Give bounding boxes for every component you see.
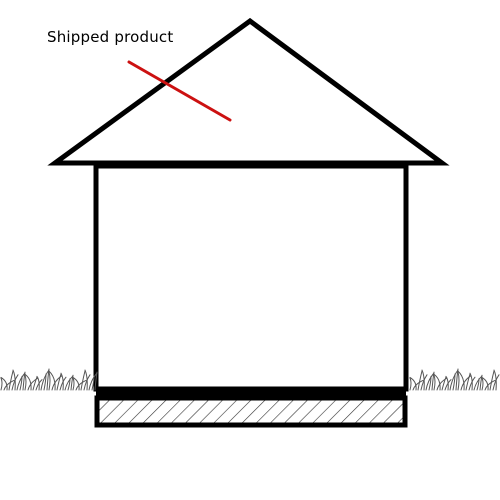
grass-blade: [433, 374, 436, 391]
grass-blade: [56, 373, 62, 391]
house-walls: [93, 163, 409, 392]
grass-blade: [489, 370, 495, 391]
grass-blade: [3, 379, 15, 391]
grass-blade: [40, 369, 50, 391]
grass-blade: [24, 374, 27, 391]
grass-blade: [421, 369, 425, 391]
grass-blade: [59, 376, 67, 391]
grass-blade: [445, 375, 449, 391]
grass-blade: [473, 375, 483, 391]
grass-blade: [48, 371, 51, 391]
grass-blade: [476, 378, 480, 391]
grass-right: [409, 368, 500, 391]
grass-blade: [481, 376, 489, 391]
grass-blade: [428, 375, 432, 391]
grass-blade: [70, 374, 74, 391]
grass-blade: [36, 375, 40, 391]
grass-blade: [48, 370, 56, 391]
grass-blade: [12, 369, 16, 391]
grass-blade: [80, 370, 86, 391]
grass-blade: [465, 373, 471, 391]
grass-blade: [457, 371, 460, 391]
grass-blade: [431, 371, 435, 391]
annotation-line: [127, 60, 232, 122]
grass-blade: [64, 375, 74, 391]
grass-blade: [0, 376, 8, 391]
grass-blade: [452, 373, 456, 391]
grass-blade: [441, 376, 447, 391]
grass-blade: [449, 369, 459, 391]
grass-blade: [16, 372, 26, 391]
grass-blade: [75, 379, 87, 391]
grass-blade: [83, 374, 91, 391]
grass-blade: [46, 368, 50, 391]
grass-blade: [425, 372, 435, 391]
grass-blade: [455, 368, 459, 391]
grass-blade: [433, 373, 441, 391]
grass-blade: [22, 371, 26, 391]
grass-blade: [479, 374, 483, 391]
grass-blade: [60, 372, 64, 391]
grass-blade: [88, 372, 98, 391]
grass-blade: [484, 379, 496, 391]
grass-blade: [493, 369, 497, 391]
grass-blade: [11, 374, 19, 391]
grass-blade: [72, 376, 80, 391]
footing-hatched: [94, 395, 408, 428]
annotation-label: Shipped product: [47, 28, 174, 46]
grass-blade: [444, 379, 452, 391]
grass-blade: [19, 375, 23, 391]
grass-blade: [67, 378, 71, 391]
grass-blade: [412, 379, 424, 391]
grass-blade: [481, 377, 484, 391]
grass-blade: [32, 376, 38, 391]
grass-blade: [24, 373, 32, 391]
grass-blade: [91, 375, 95, 391]
grass-blade: [8, 370, 14, 391]
grass-blade: [492, 374, 500, 391]
grass-blade: [409, 377, 412, 391]
grass-blade: [457, 370, 465, 391]
grass-blade: [43, 373, 47, 391]
grass-blade: [0, 377, 3, 391]
grass-blade: [417, 370, 423, 391]
grass-blade: [469, 372, 473, 391]
grass-blade: [84, 369, 88, 391]
grass-left: [0, 368, 98, 391]
grass-blade: [35, 379, 43, 391]
roof: [47, 17, 450, 166]
grass-blade: [94, 371, 98, 391]
grass-blade: [409, 376, 417, 391]
grass-blade: [420, 374, 428, 391]
grass-blade: [468, 376, 476, 391]
grass-blade: [72, 377, 75, 391]
foundation-slab: [96, 389, 406, 398]
